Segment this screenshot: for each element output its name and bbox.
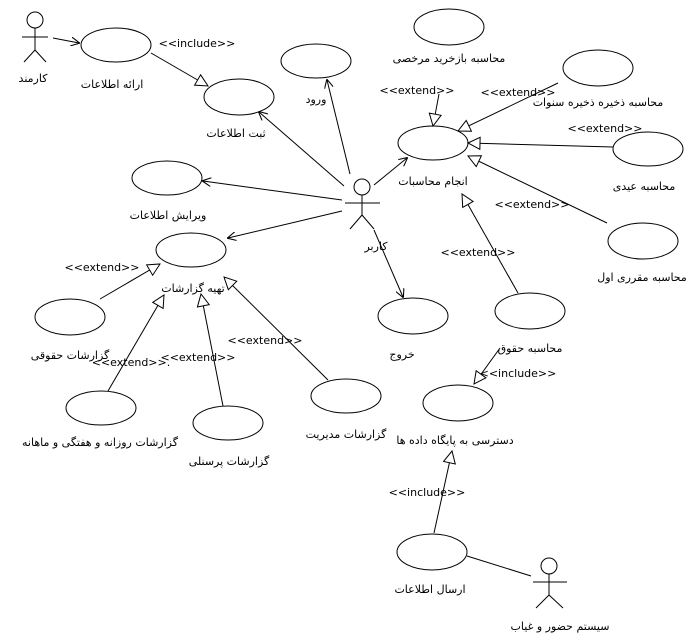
stereo-extend-hoghooghi: <<extend>> (65, 261, 140, 274)
stereo-extend-personeli: <<extend>> (161, 351, 236, 364)
usecase-anjam-label: انجام محاسبات (398, 175, 467, 188)
usecase-khorooj-label: خروج (389, 348, 414, 361)
assoc-karbar-vorud (327, 80, 351, 175)
include-hoghoogh-dastresi (474, 347, 501, 384)
usecase-roozane (65, 390, 137, 426)
extend-eydi-anjam (468, 143, 614, 147)
include-ersal-dastresi (433, 451, 452, 534)
usecase-mogharari (607, 222, 679, 260)
stereo-include-ersal: <<include>> (389, 486, 466, 499)
extend-personeli-tahie (201, 294, 224, 407)
usecase-modiriat (310, 378, 382, 414)
actor-karmand (22, 11, 48, 63)
stereo-extend-modiriat: <<extend>> (228, 334, 303, 347)
usecase-tahie-label: تهیه گزارشات (161, 282, 224, 295)
stereo-include-hoghoogh: <<include>> (480, 367, 557, 380)
usecase-hoghoogh (494, 292, 566, 330)
usecase-vorud (280, 43, 352, 79)
stereo-extend-eydi: <<extend>> (568, 122, 643, 135)
stereo-extend-hoghoogh: <<extend>> (441, 246, 516, 259)
usecase-khorooj (377, 297, 449, 335)
extend-hoghoogh-anjam (462, 194, 519, 294)
stereo-extend-mogharari: <<extend>> (495, 198, 570, 211)
stereo-extend-zakhire: <<extend>> (481, 86, 556, 99)
stereo-include-erae: <<include>> (159, 37, 236, 50)
usecase-ersal (396, 533, 468, 571)
assoc-karbar-virayesh (203, 181, 343, 201)
usecase-eydi-label: محاسبه عیدی (613, 180, 676, 193)
usecase-ersal-label: ارسال اطلاعات (394, 583, 465, 596)
actor-system (533, 557, 567, 609)
usecase-roozane-label: گزارشات روزانه و هفتگی و ماهانه (22, 436, 179, 449)
usecase-zakhire (562, 49, 634, 87)
usecase-hoghooghi (34, 298, 106, 336)
actor-karbar-label: کاربر (363, 240, 388, 253)
actor-karbar (345, 178, 380, 230)
assoc-karbar-tahie (228, 210, 343, 238)
usecase-zakhire-label: محاسبه ذخیره ذخیره سنوات (533, 96, 664, 109)
actor-karmand-label: کارمند (19, 72, 49, 85)
usecase-bazkharid (413, 8, 485, 46)
usecase-vorud-label: ورود (306, 93, 327, 106)
usecase-erae-label: ارائه اطلاعات (81, 78, 144, 91)
extend-mogharari-anjam (468, 156, 608, 224)
usecase-hoghooghi-label: گزارشات حقوقی (31, 349, 110, 362)
usecase-modiriat-label: گزارشات مدیریت (306, 428, 388, 441)
usecase-tahie (155, 232, 227, 268)
usecase-mogharari-label: محاسبه مقرری اول (597, 271, 687, 284)
assoc-karbar-anjam (373, 158, 407, 186)
usecase-virayesh-label: ویرایش اطلاعات (130, 209, 207, 222)
usecase-dastresi (422, 384, 494, 422)
stereo-extend-bazkharid: <<extend>> (380, 84, 455, 97)
assoc-karbar-sabt (259, 112, 345, 187)
usecase-erae (80, 27, 152, 63)
usecase-virayesh (131, 160, 203, 196)
usecase-personeli (192, 405, 264, 441)
usecase-anjam (397, 125, 469, 161)
include-erae-sabt (150, 52, 208, 86)
assoc-system-ersal (466, 555, 532, 577)
extend-zakhire-anjam (458, 82, 559, 131)
usecase-personeli-label: گزارشات پرسنلی (189, 455, 270, 468)
usecase-hoghoogh-label: محاسبه حقوق (498, 342, 563, 355)
stereo-extend-roozane: <<extend>>. (92, 356, 170, 369)
assoc-karmand-erae (52, 38, 79, 43)
extend-bazkharid-anjam (433, 93, 439, 126)
usecase-eydi (612, 131, 684, 167)
usecase-dastresi-label: دسترسی به پایگاه داده ها (396, 434, 513, 447)
extend-roozane-tahie (107, 295, 164, 392)
extend-hoghooghi-tahie (99, 264, 160, 300)
actor-system-label: سیستم حضور و غیاب (511, 620, 610, 633)
usecase-sabt-label: ثبت اطلاعات (206, 127, 265, 140)
assoc-karbar-khorooj (373, 229, 403, 297)
usecase-bazkharid-label: محاسبه بازخرید مرخصی (393, 52, 506, 65)
usecase-sabt (203, 78, 275, 116)
extend-modiriat-tahie (224, 277, 329, 381)
